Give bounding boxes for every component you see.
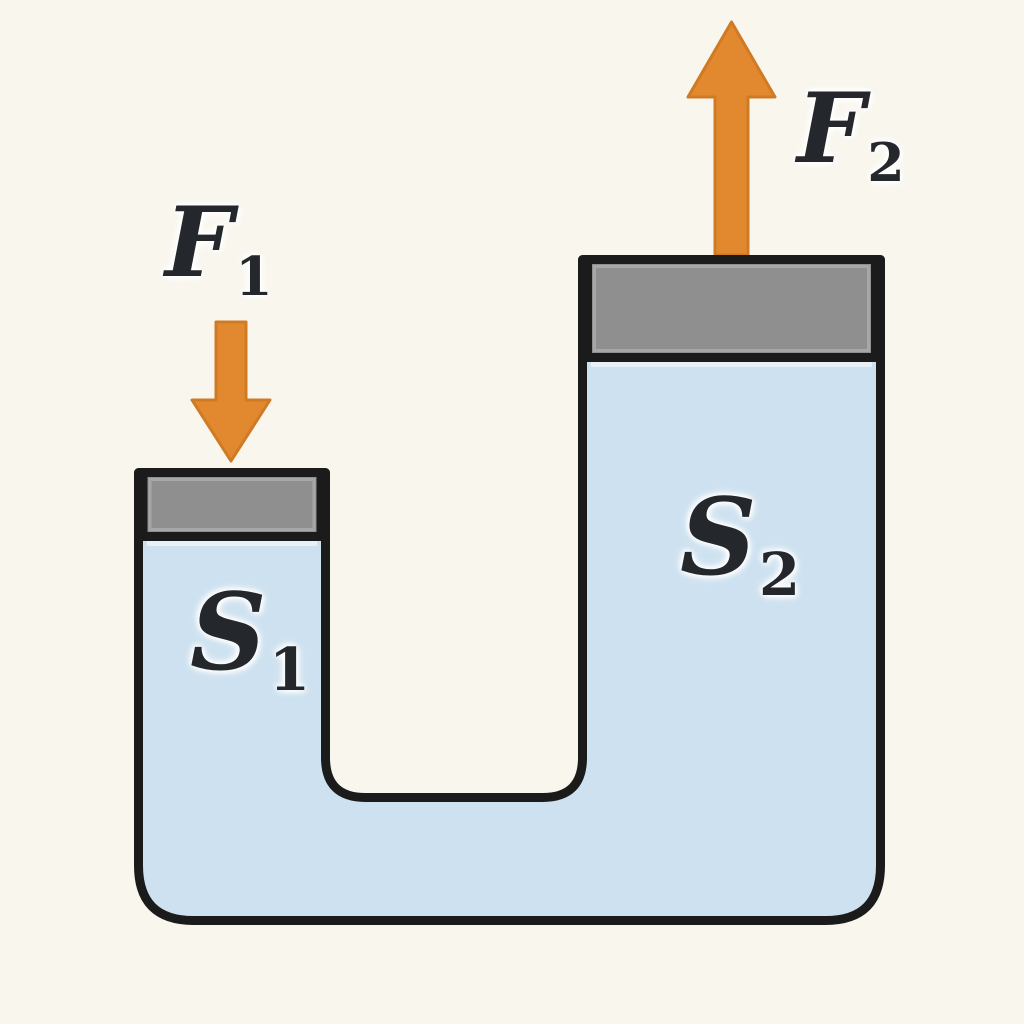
force1-label: F1 — [165, 195, 273, 304]
area2-subscript: 2 — [758, 538, 801, 609]
liquid-surface-highlight-right — [591, 362, 872, 367]
area1-symbol: S — [190, 569, 267, 694]
force2-subscript: 2 — [867, 130, 905, 194]
small-piston-bevel — [148, 478, 316, 531]
area1-label: S1 — [190, 579, 310, 699]
force-up-arrow-icon — [686, 20, 777, 257]
large-piston-bevel — [593, 265, 870, 352]
area2-symbol: S — [680, 474, 757, 599]
force2-label: F2 — [797, 81, 905, 190]
force1-subscript: 1 — [235, 244, 273, 308]
large-piston — [583, 255, 880, 362]
area1-subscript: 1 — [268, 633, 311, 704]
force2-symbol: F — [797, 72, 866, 185]
small-piston — [138, 468, 326, 541]
force1-symbol: F — [165, 186, 234, 299]
area2-label: S2 — [680, 484, 800, 604]
force-down-arrow-icon — [190, 320, 272, 463]
liquid-surface-highlight-left — [147, 541, 317, 546]
u-tube-vessel — [134, 255, 885, 925]
